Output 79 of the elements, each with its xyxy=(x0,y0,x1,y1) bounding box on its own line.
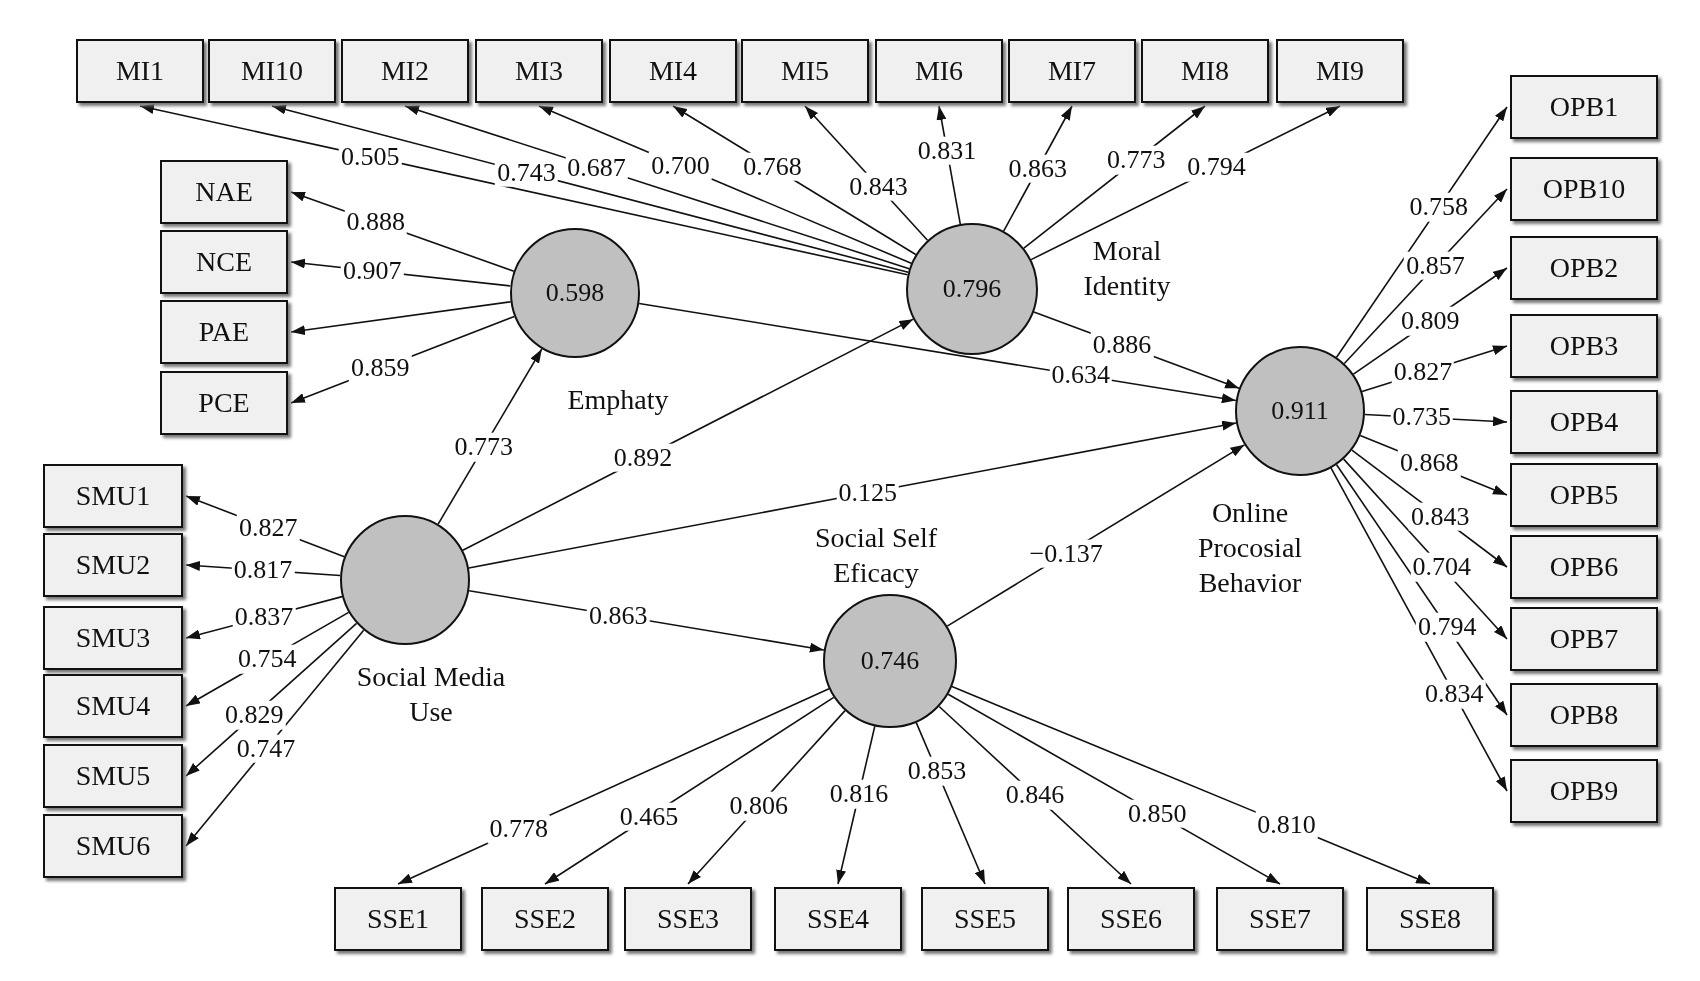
edge-label: 0.843 xyxy=(1409,502,1472,532)
indicator-box: PAE xyxy=(160,300,288,364)
indicator-box: MI6 xyxy=(875,39,1003,103)
indicator-box: SMU2 xyxy=(43,533,183,597)
r-squared-value: 0.598 xyxy=(545,278,605,308)
edge-label: 0.747 xyxy=(234,734,298,764)
indicator-box: SSE6 xyxy=(1067,887,1195,951)
indicator-box: MI10 xyxy=(208,39,336,103)
indicator-box: OPB7 xyxy=(1510,607,1658,671)
r-squared-value: 0.796 xyxy=(942,274,1002,304)
indicator-box: SMU1 xyxy=(43,464,183,528)
indicator-box: PCE xyxy=(160,371,288,435)
edge-label: 0.806 xyxy=(727,791,790,821)
indicator-box: MI1 xyxy=(76,39,204,103)
indicator-box: SSE5 xyxy=(921,887,1049,951)
indicator-box: OPB4 xyxy=(1510,390,1658,454)
construct-label: Social Media Use xyxy=(355,660,507,729)
indicator-box: OPB8 xyxy=(1510,683,1658,747)
indicator-box: OPB10 xyxy=(1510,157,1658,221)
indicator-box: SSE7 xyxy=(1216,887,1344,951)
indicator-box: OPB3 xyxy=(1510,314,1658,378)
edge-label: 0.810 xyxy=(1255,810,1318,840)
edge-label: 0.773 xyxy=(452,432,515,462)
edge-label: 0.843 xyxy=(847,172,910,201)
edge-label: 0.853 xyxy=(905,756,969,786)
indicator-box: MI4 xyxy=(609,39,737,103)
edge-label: 0.768 xyxy=(741,152,804,182)
edge-label: 0.794 xyxy=(1416,613,1479,642)
edge-label: 0.754 xyxy=(236,644,299,674)
edge-label: 0.827 xyxy=(237,513,300,542)
edge-label: −0.137 xyxy=(1027,539,1105,568)
edge-label: 0.886 xyxy=(1090,330,1154,360)
indicator-box: SSE2 xyxy=(481,887,609,951)
edge-label: 0.868 xyxy=(1397,449,1461,478)
indicator-box: SMU5 xyxy=(43,744,183,808)
indicator-box: OPB9 xyxy=(1510,759,1658,823)
indicator-box: OPB2 xyxy=(1510,236,1658,300)
indicator-box: MI9 xyxy=(1276,39,1404,103)
construct-label: Online Procosial Behavior xyxy=(1196,495,1304,600)
edge-label: 0.778 xyxy=(487,815,550,844)
indicator-box: OPB1 xyxy=(1510,75,1658,139)
indicator-box: OPB5 xyxy=(1510,463,1658,527)
edge-label: 0.846 xyxy=(1003,780,1067,810)
indicator-box: NCE xyxy=(160,230,288,294)
edge-label: 0.465 xyxy=(617,802,681,832)
indicator-box: SMU4 xyxy=(43,674,183,738)
arrow xyxy=(290,301,512,336)
edge-label: 0.859 xyxy=(349,354,412,383)
edge-label: 0.888 xyxy=(344,207,407,237)
edge-label: 0.892 xyxy=(611,443,675,473)
indicator-box: SSE8 xyxy=(1366,887,1494,951)
arrow xyxy=(468,420,1237,569)
r-squared-value: 0.746 xyxy=(860,646,920,676)
indicator-box: MI2 xyxy=(341,39,469,103)
indicator-box: NAE xyxy=(160,160,288,224)
arrow xyxy=(1335,106,1508,359)
edge-label: 0.794 xyxy=(1185,153,1248,182)
indicator-box: SSE1 xyxy=(334,887,462,951)
edge-label: 0.809 xyxy=(1399,306,1462,336)
arrow xyxy=(271,104,909,274)
indicator-box: SSE4 xyxy=(774,887,902,951)
edge-label: 0.704 xyxy=(1410,552,1473,582)
construct-label: Moral Identity xyxy=(1082,234,1172,303)
indicator-box: SMU6 xyxy=(43,814,183,878)
indicator-box: SSE3 xyxy=(624,887,752,951)
indicator-box: OPB6 xyxy=(1510,535,1658,599)
construct-label: Social Self Eficacy xyxy=(813,521,939,590)
r-squared-value: 0.911 xyxy=(1271,396,1329,426)
edge-label: 0.700 xyxy=(649,151,712,181)
edge-label: 0.857 xyxy=(1404,251,1467,281)
indicator-box: SMU3 xyxy=(43,606,183,670)
indicator-box: MI7 xyxy=(1008,39,1136,103)
construct-label: Emphaty xyxy=(566,382,670,417)
edge-label: 0.816 xyxy=(827,779,891,809)
arrow xyxy=(139,104,909,276)
indicator-box: MI3 xyxy=(475,39,603,103)
indicator-box: MI5 xyxy=(741,39,869,103)
arrow xyxy=(638,302,1237,404)
indicator-box: MI8 xyxy=(1141,39,1269,103)
